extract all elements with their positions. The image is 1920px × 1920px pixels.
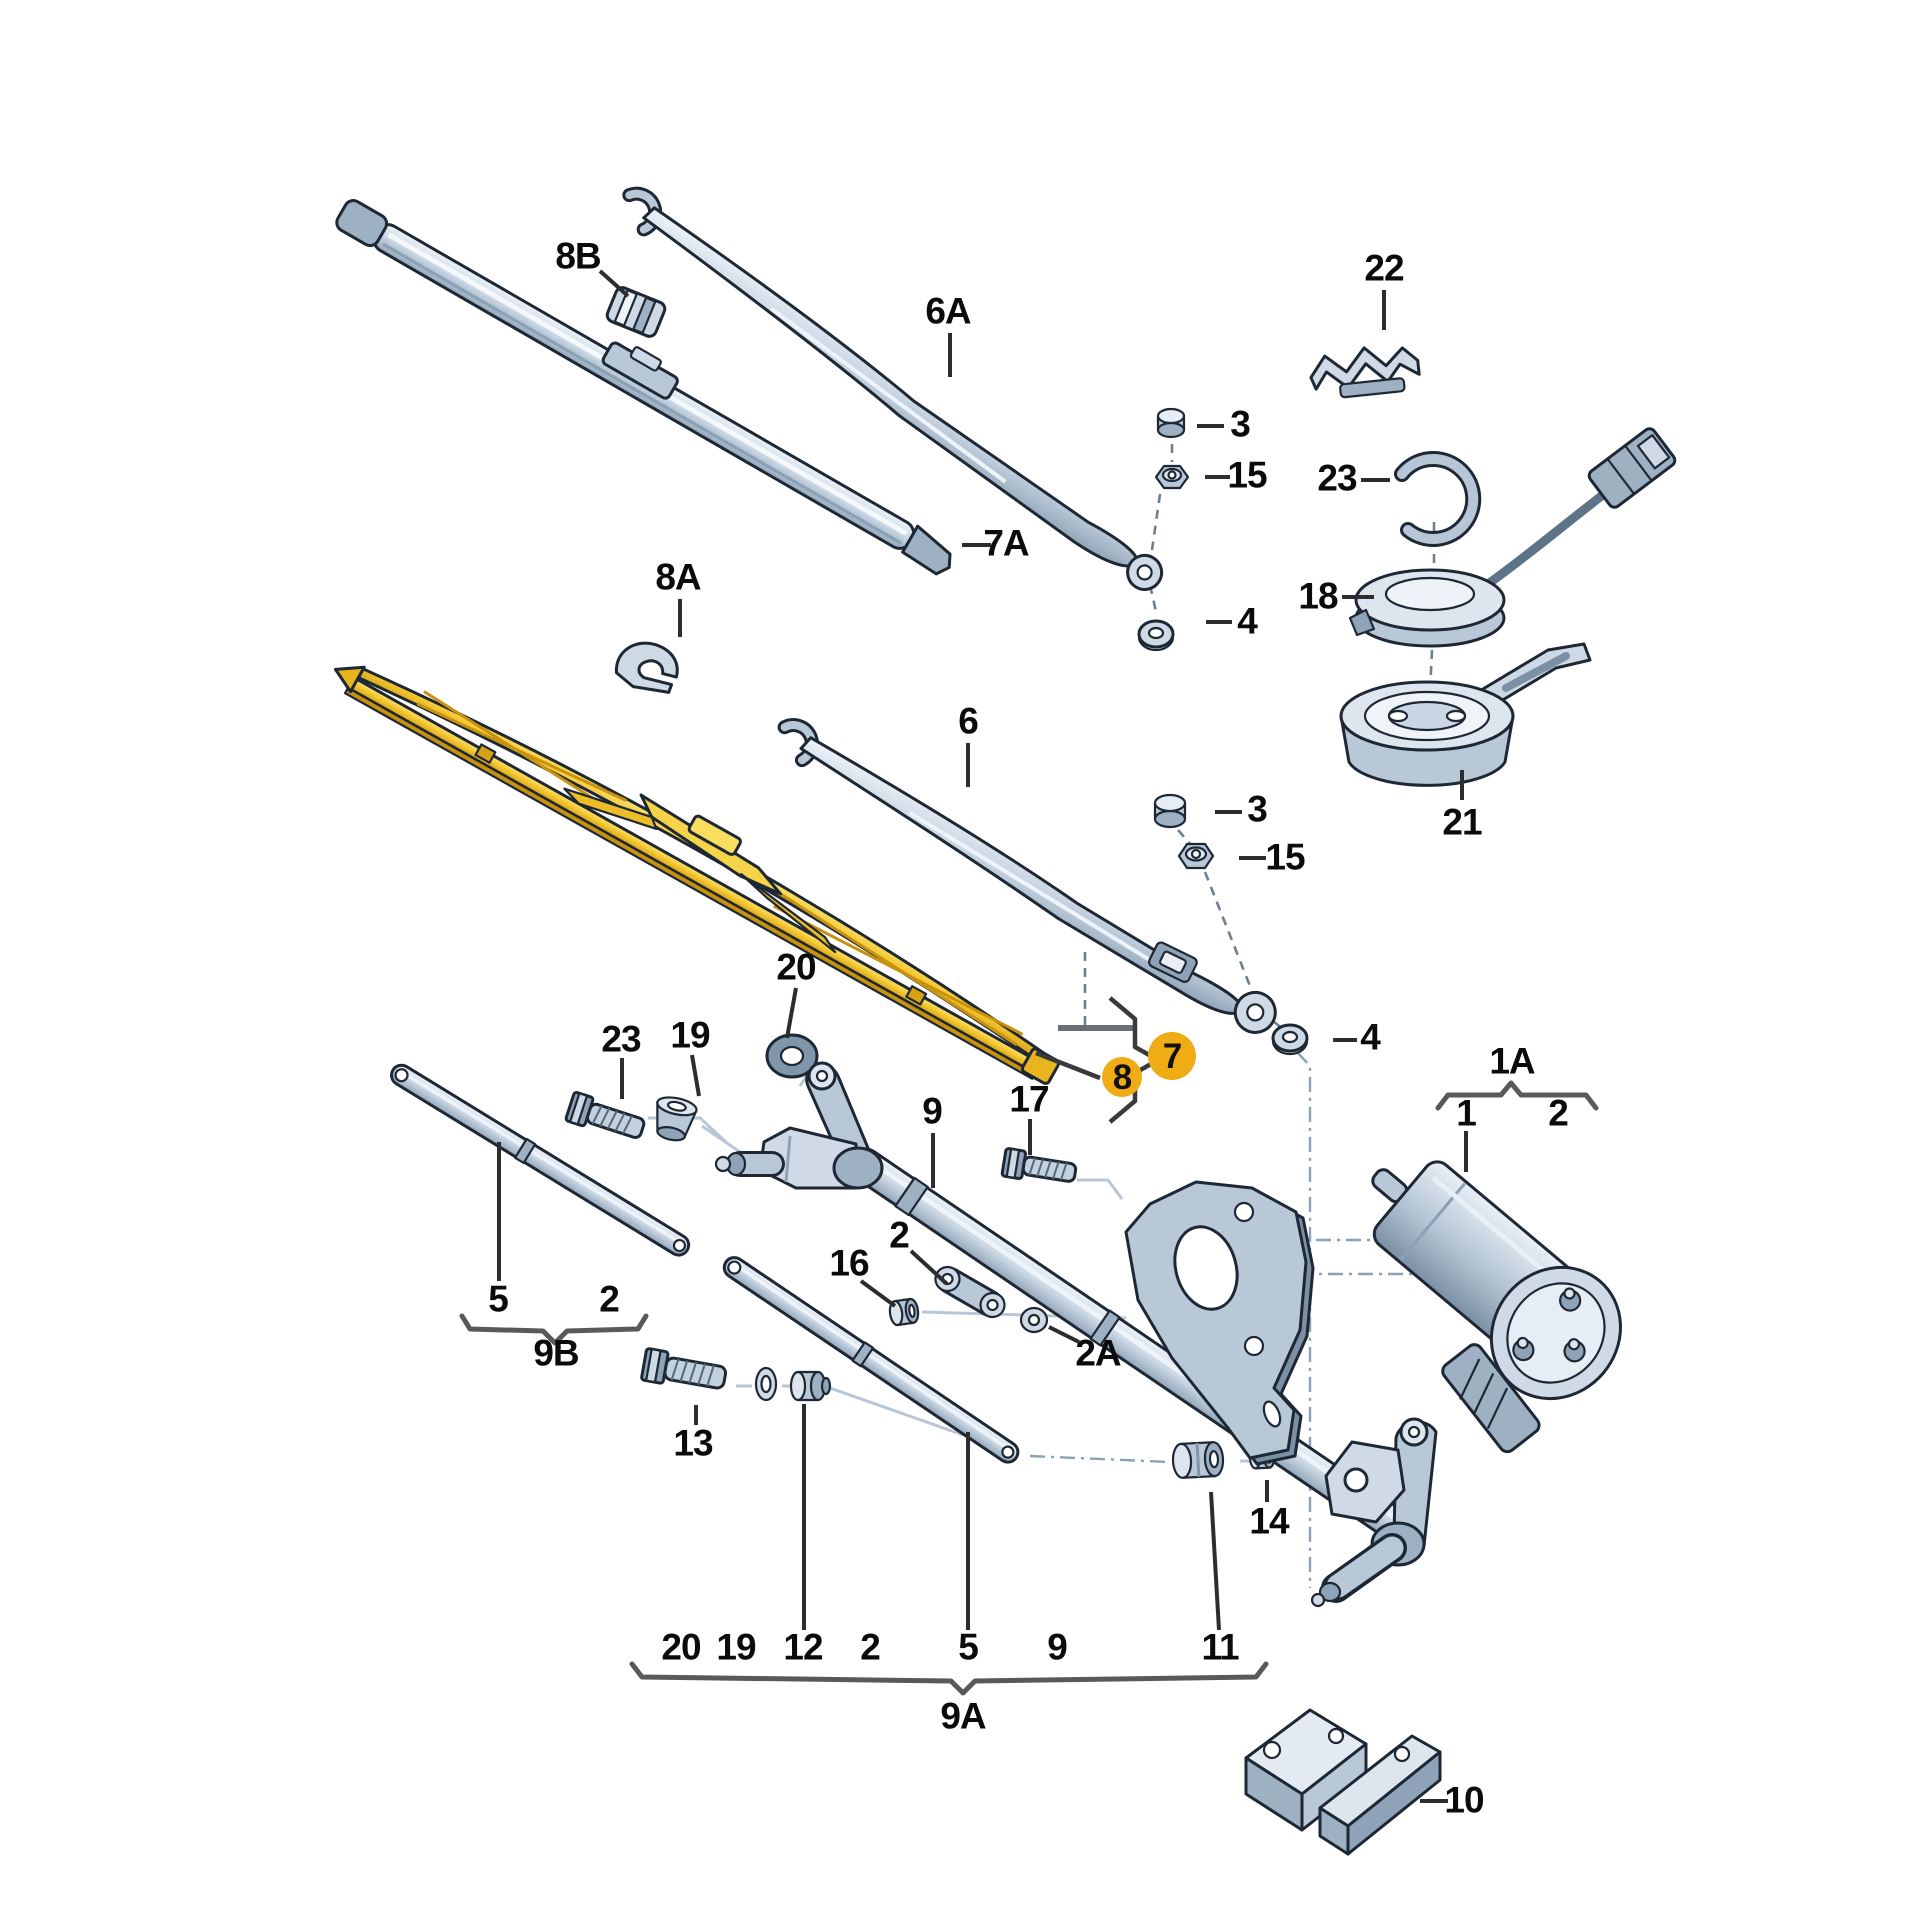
part-label-12-bottom: 12: [783, 1626, 823, 1668]
group-brackets: [459, 1080, 1599, 1696]
spacer-4-mid: [1271, 1023, 1309, 1056]
part-label-21: 21: [1442, 801, 1482, 843]
part-label-2-9b: 2: [599, 1278, 620, 1320]
part-label-23-left: 23: [601, 1018, 641, 1060]
highlight-brace: [1035, 996, 1161, 1124]
link-rod-lower: [722, 1256, 1020, 1464]
part-label-19-bottom: 19: [716, 1626, 756, 1668]
blade-clip-8b: [605, 286, 667, 338]
grommet-12: [789, 1370, 832, 1402]
part-label-6: 6: [958, 700, 979, 742]
part-label-2a: 2A: [1075, 1332, 1121, 1374]
part-label-11-bottom: 11: [1201, 1626, 1239, 1668]
part-label-5-9b: 5: [488, 1278, 509, 1320]
wiper-blade-front: [335, 199, 952, 576]
part-label-2-motor: 2: [1548, 1092, 1569, 1134]
leader-lines: [497, 269, 1468, 1803]
part-label-2-bottom: 2: [860, 1626, 881, 1668]
part-label-1: 1: [1456, 1092, 1477, 1134]
part-label-3-mid: 3: [1247, 788, 1268, 830]
nut-15-top: [1154, 464, 1190, 490]
part-label-16: 16: [829, 1242, 869, 1284]
nut-15-mid: [1177, 842, 1215, 870]
part-label-19-top: 19: [670, 1014, 710, 1056]
part-label-23-right: 23: [1317, 457, 1357, 499]
washer-12: [754, 1366, 778, 1402]
washer-2a: [1019, 1306, 1049, 1334]
bearing-cup-21: [1339, 642, 1592, 787]
cable-connector: [1587, 427, 1677, 509]
blade-clip-8a: [614, 641, 679, 694]
motor-crank: [1310, 1417, 1438, 1608]
part-label-20-top: 20: [776, 946, 816, 988]
part-label-14: 14: [1249, 1500, 1289, 1542]
link-rod-5: [390, 1063, 691, 1257]
part-label-17: 17: [1009, 1078, 1049, 1120]
part-label-8a: 8A: [655, 556, 701, 598]
wiper-arm-rear: [777, 718, 1277, 1034]
highlight-callout-8: 8: [1102, 1057, 1142, 1097]
spacer-4-top: [1137, 619, 1175, 652]
cap-3-top: [1156, 407, 1186, 439]
part-label-20-bottom: 20: [661, 1626, 701, 1668]
part-label-8b: 8B: [555, 235, 601, 277]
part-label-22: 22: [1364, 247, 1404, 289]
part-label-9a: 9A: [940, 1695, 986, 1737]
part-label-4-top: 4: [1237, 600, 1258, 642]
bushing-11: [1171, 1441, 1225, 1479]
part-label-6a: 6A: [925, 290, 971, 332]
part-label-9b: 9B: [533, 1332, 579, 1374]
part-label-5-bottom: 5: [958, 1626, 979, 1668]
bolt-23: [564, 1091, 646, 1139]
bolt-17: [1000, 1147, 1078, 1183]
part-label-9-top: 9: [922, 1090, 943, 1132]
part-label-4-mid: 4: [1360, 1016, 1381, 1058]
grommet-19: [656, 1096, 698, 1142]
retaining-ring-23: [1394, 450, 1482, 547]
link-piece-2: [934, 1265, 1006, 1319]
part-label-3-top: 3: [1230, 403, 1251, 445]
part-label-15-top: 15: [1227, 454, 1267, 496]
highlight-callout-7: 7: [1148, 1032, 1196, 1080]
part-label-10: 10: [1444, 1779, 1484, 1821]
wiper-blade-highlighted: [333, 665, 1060, 1085]
part-label-7a: 7A: [983, 522, 1029, 564]
part-label-13: 13: [673, 1422, 713, 1464]
part-label-18: 18: [1298, 575, 1338, 617]
cap-18: [1348, 490, 1607, 648]
wiper-arm-front: [622, 186, 1164, 591]
frame-tube-9: [847, 1147, 1403, 1536]
bolt-13: [640, 1347, 728, 1390]
cap-3-mid: [1153, 793, 1187, 829]
nut-16: [888, 1297, 920, 1327]
mounting-plate: [1124, 1180, 1315, 1466]
wiper-motor: [1371, 1160, 1622, 1454]
left-pivot-assembly: [714, 1033, 884, 1190]
part-label-15-mid: 15: [1265, 836, 1305, 878]
part-label-1a: 1A: [1489, 1040, 1535, 1082]
clip-22: [1309, 346, 1421, 399]
mounting-bracket-10: [1244, 1708, 1442, 1856]
part-label-2-link: 2: [889, 1214, 910, 1256]
part-label-9-bottom: 9: [1047, 1626, 1068, 1668]
